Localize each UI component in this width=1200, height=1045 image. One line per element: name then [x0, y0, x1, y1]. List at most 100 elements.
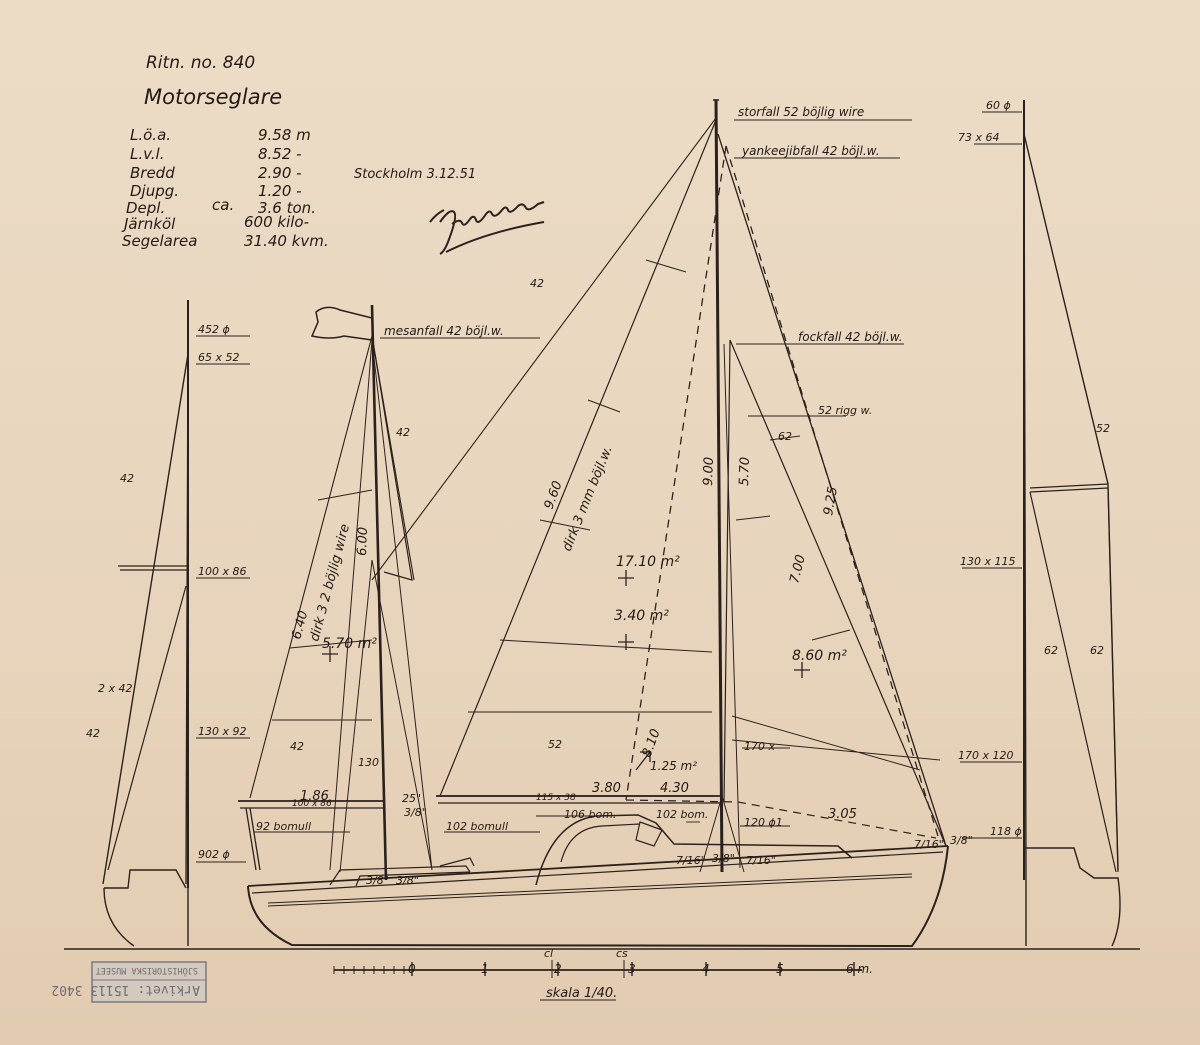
label-38-a: 3/8" [712, 852, 735, 865]
mizzen-rig [238, 117, 717, 881]
label-130: 130 [358, 756, 379, 769]
label-riggw: 52 rigg w. [818, 404, 872, 417]
spec-label: Depl. [126, 199, 165, 217]
area-main: 3.40 m² [614, 608, 669, 624]
scale-tick-3: 3 [628, 962, 636, 976]
label-62-main: 62 [778, 430, 792, 443]
spec-value: 1.20 - [258, 182, 302, 200]
spec-value: 8.52 - [258, 145, 302, 163]
label-52-right: 52 [1096, 422, 1110, 435]
spec-table: L.ö.a. 9.58 m L.v.l. 8.52 - Bredd 2.90 -… [121, 126, 329, 250]
label-42-mizzen-b: 42 [290, 740, 304, 753]
label-mesanfall: mesanfall 42 böjl.w. [384, 324, 504, 338]
label-100x86-boom: 100 x 86 [292, 799, 332, 809]
label-106-bom: 106 bom. [564, 808, 616, 821]
spec-label: Bredd [130, 164, 175, 182]
scale-label: skala 1/40. [546, 986, 617, 1001]
label-170: 170 x [744, 740, 775, 753]
centroid-marks [322, 570, 810, 771]
marker-cs: cs [616, 947, 628, 960]
stamp-museum: SJÖHISTORISKA MUSEET [96, 965, 198, 976]
scale-tick-2: 2 [554, 962, 562, 976]
label-716-b: 7/16" [746, 854, 776, 867]
main-rig [436, 99, 947, 873]
spec-label: Segelarea [122, 232, 197, 250]
museum-stamp: SJÖHISTORISKA MUSEET Arkivet: 15113 3402 [51, 961, 207, 1003]
label-25: 25" [402, 792, 421, 805]
label-902: 902 ϕ [198, 848, 230, 861]
signature [429, 201, 545, 255]
label-102-bom: 102 bom. [656, 808, 708, 821]
measure-570: 5.70 [737, 457, 753, 486]
spec-value: 600 kilo- [244, 213, 309, 231]
label-120: 120 ϕ1 [744, 816, 783, 829]
stamp-archive: Arkivet: 15113 3402 [51, 982, 200, 997]
hull [247, 814, 949, 948]
label-716-c: 7/16" [914, 838, 944, 851]
measure-900: 9.00 [701, 457, 717, 486]
drawing-title: Motorseglare [144, 85, 282, 109]
label-38-e: 3/8" [404, 806, 427, 819]
label-716-a: 7/16" [676, 854, 706, 867]
spec-label: L.v.l. [130, 145, 164, 163]
measure-810: 8.10 [640, 727, 664, 759]
measure-380: 3.80 [592, 781, 621, 796]
drawing-number: Ritn. no. 840 [146, 53, 255, 73]
spec-label: Järnköl [121, 215, 176, 233]
spec-value: 31.40 kvm. [244, 232, 329, 250]
label-42-mizzen: 42 [396, 426, 410, 439]
area-yankee: 1.25 m² [650, 759, 697, 773]
label-38-d: 3/8" [396, 874, 419, 887]
label-92-bomull: 92 bomull [256, 820, 311, 833]
scale-tick-1: 1 [481, 962, 489, 976]
label-130x92: 130 x 92 [198, 725, 247, 738]
label-118: 118 ϕ [990, 825, 1022, 838]
measure-wire-main: dirk 3 mm böjl.w. [560, 444, 616, 554]
label-62-right-a: 62 [1044, 644, 1058, 657]
scale-tick-5: 5 [776, 962, 784, 976]
measure-640: 6.40 [289, 609, 311, 641]
label-42-left-b: 42 [86, 727, 100, 740]
measure-700: 7.00 [787, 553, 809, 585]
scale-tick-6: 6 m. [846, 962, 873, 976]
area-mizzen: 5.70 m² [322, 636, 377, 652]
measure-wire3: dirk 3 2 böjlig wire [307, 523, 353, 643]
label-100x86: 100 x 86 [198, 565, 247, 578]
label-52-main: 52 [548, 738, 562, 751]
leader-lines [196, 111, 1022, 863]
measure-925: 9.25 [821, 486, 841, 517]
stern-elevation [102, 300, 189, 947]
measure-186: 1.86 [300, 789, 329, 804]
label-60: 60 ϕ [986, 99, 1011, 112]
rig-labels: storfall 52 böjlig wire yankeejibfall 42… [86, 99, 1110, 887]
scale-tick-4: 4 [702, 962, 710, 976]
label-130x115: 130 x 115 [960, 555, 1016, 568]
measure-305: 3.05 [828, 807, 857, 822]
spec-value: 2.90 - [258, 164, 302, 182]
spec-label: Djupg. [130, 182, 179, 200]
label-62-right-b: 62 [1090, 644, 1104, 657]
label-42-top: 42 [530, 277, 544, 290]
label-73x64: 73 x 64 [958, 131, 1000, 144]
area-genoa: 17.10 m² [616, 554, 680, 570]
measure-960: 9.60 [542, 479, 566, 511]
measure-600: 6.00 [355, 527, 371, 556]
label-115x38: 115 x 38 [536, 793, 576, 803]
spec-value: 9.58 m [258, 126, 311, 144]
place-and-date: Stockholm 3.12.51 [354, 167, 476, 182]
scale-tick-0: 0 [408, 962, 416, 976]
label-yankeefall: yankeejibfall 42 böjl.w. [741, 144, 880, 158]
bow-elevation [1023, 100, 1121, 947]
label-storfall: storfall 52 böjlig wire [738, 105, 864, 119]
label-38-c: 3/8" [366, 874, 389, 887]
label-42-left-a: 42 [120, 472, 134, 485]
spec-label: L.ö.a. [130, 126, 171, 144]
marker-cl: cl [544, 947, 553, 960]
label-fockfall: fockfall 42 böjl.w. [798, 330, 903, 344]
area-staysail: 8.60 m² [792, 648, 847, 664]
measure-430: 4.30 [660, 781, 689, 796]
label-38-b: 3/8" [950, 834, 973, 847]
label-102-bomull: 102 bomull [446, 820, 508, 833]
